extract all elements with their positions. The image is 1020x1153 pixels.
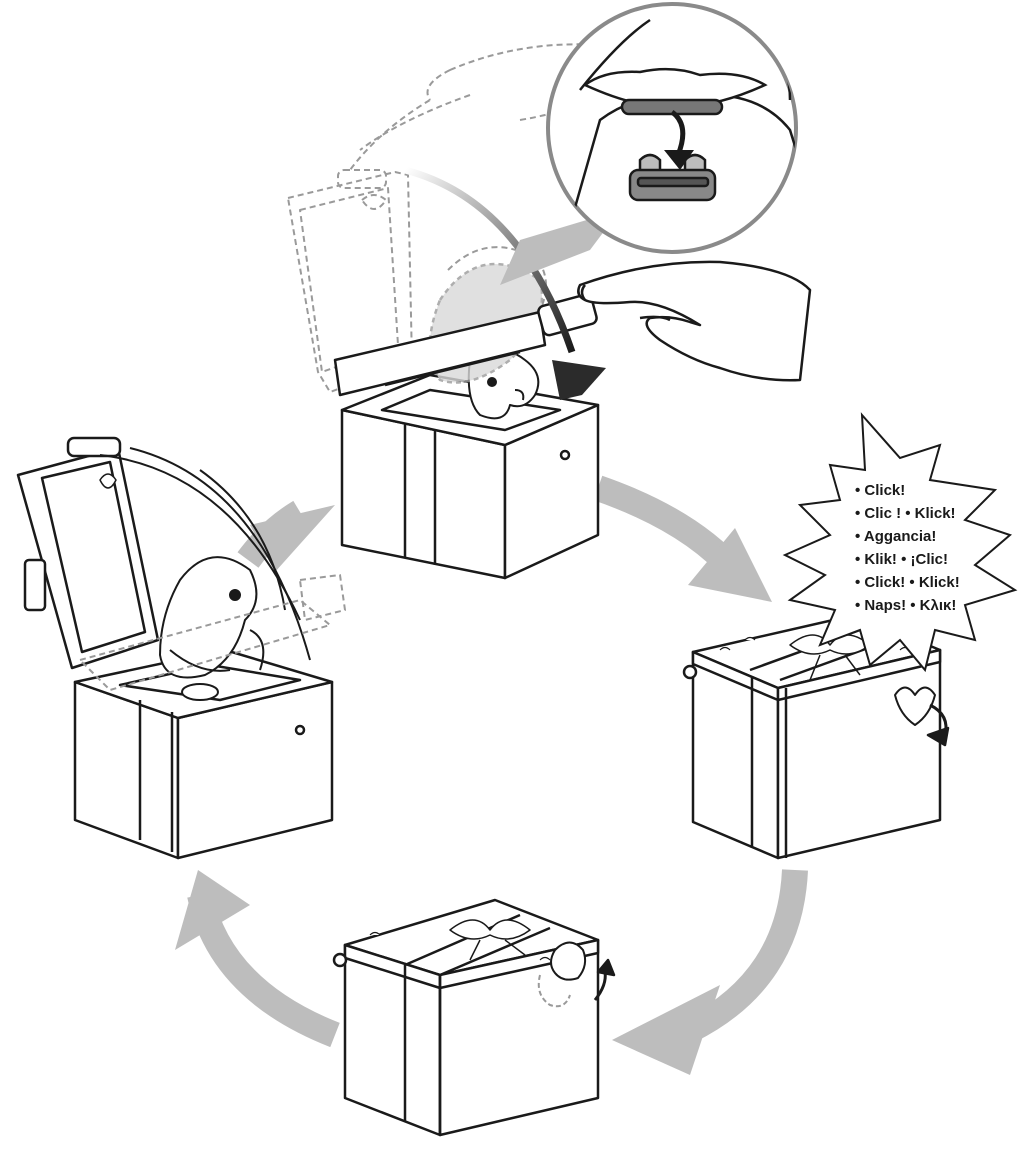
latch-bottom xyxy=(550,941,587,981)
bubble-line-5: • Click! • Klick! xyxy=(855,574,960,591)
arrowhead-bottom xyxy=(612,985,720,1075)
top-box-step xyxy=(287,43,812,580)
puppy-left xyxy=(159,556,265,701)
left-box-step xyxy=(16,436,346,860)
ghost-hand xyxy=(349,43,601,171)
bubble-line-3: • Aggancia! xyxy=(855,528,936,545)
closing-motion-arrow xyxy=(404,166,576,354)
arrowhead-left xyxy=(175,870,250,950)
bubble-shape xyxy=(782,412,1018,673)
heart-latch xyxy=(894,686,936,726)
arrowhead-top xyxy=(250,505,335,572)
closing-arrowhead xyxy=(552,360,606,400)
cycle-arrowheads xyxy=(175,505,772,1075)
cycle-arrow-right-to-bottom xyxy=(684,869,808,1042)
bubble-line-1: • Click! xyxy=(855,482,905,499)
hand xyxy=(577,260,812,382)
click-bubble: • Click! • Clic ! • Klick! • Aggancia! •… xyxy=(782,412,1018,673)
zoom-detail xyxy=(500,2,798,285)
arrowhead-right xyxy=(688,528,772,602)
top-box-lid xyxy=(333,310,547,397)
bubble-line-6: • Naps! • Κλικ! xyxy=(855,597,956,614)
bottom-box-step xyxy=(332,898,616,1137)
bubble-line-2: • Clic ! • Klick! xyxy=(855,505,956,522)
bow-bottom xyxy=(449,919,531,940)
bubble-line-4: • Klik! • ¡Clic! xyxy=(855,551,948,568)
